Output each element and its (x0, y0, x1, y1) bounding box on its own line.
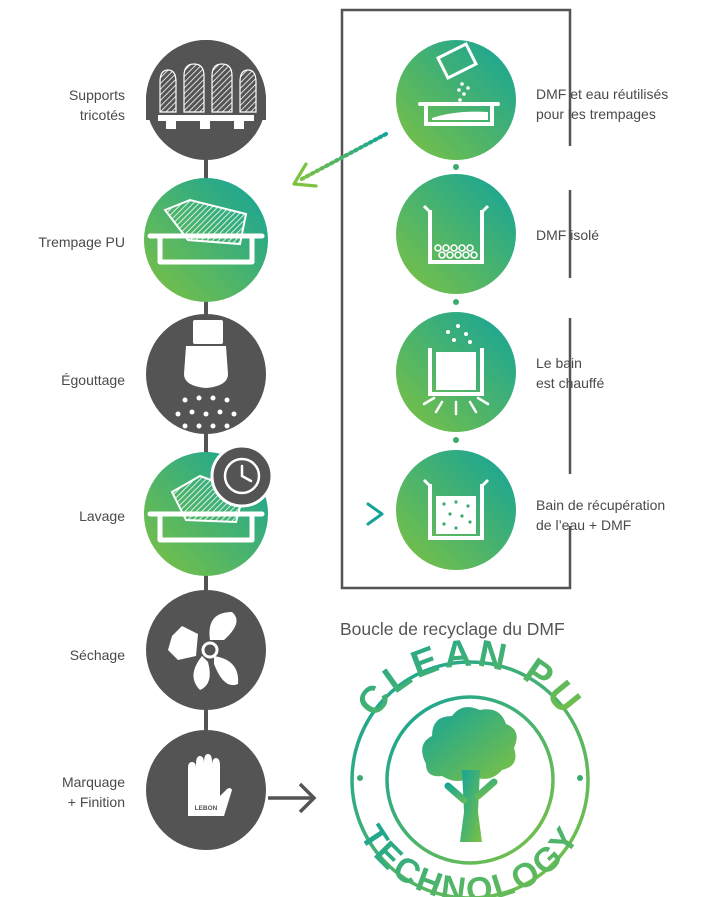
clock-icon (210, 444, 274, 508)
label-line: tricotés (79, 107, 125, 123)
label-line: Le bain (536, 355, 582, 371)
lebon-stamp-text: LEBON (195, 805, 218, 812)
dipping-basin-icon (144, 178, 268, 302)
loop-dot (453, 164, 459, 170)
label-line: Bain de récupération (536, 497, 666, 513)
heated-beaker-icon (396, 312, 516, 432)
loop-label-reuse: DMF et eau réutilisés pour les trempages (536, 84, 706, 124)
label-line: Marquage (61, 774, 125, 790)
label-line: Trempage PU (38, 234, 125, 250)
step-label-sechage: Séchage (10, 645, 125, 665)
label-line: Séchage (69, 647, 125, 663)
arrow-right-icon (268, 782, 317, 814)
isolated-dmf-beaker-icon (396, 174, 516, 294)
loop-label-heated: Le bain est chauffé (536, 353, 696, 393)
label-line: DMF isolé (536, 227, 600, 243)
label-line: est chauffé (536, 375, 605, 391)
recycling-loop-frame (340, 8, 572, 590)
clean-pu-technology-logo: CLEAN PU TECHNOLOGY (349, 632, 590, 897)
dotted-arrow-return-icon (292, 132, 388, 188)
label-line: Égouttage (61, 372, 125, 388)
label-line: + Finition (67, 794, 125, 810)
pouring-container-icon (396, 40, 516, 160)
loop-label-recovery: Bain de récupération de l’eau + DMF (536, 495, 706, 535)
loop-label-isolated: DMF isolé (536, 225, 696, 245)
step-label-supports: Supports tricotés (20, 85, 125, 125)
tree-icon (422, 707, 517, 842)
step-label-trempage: Trempage PU (10, 232, 125, 252)
knitted-supports-icon (146, 40, 266, 160)
loop-caption: Boucle de recyclage du DMF (340, 619, 565, 639)
step-label-lavage: Lavage (10, 506, 125, 526)
label-line: Supports (68, 87, 125, 103)
label-line: Lavage (79, 508, 125, 524)
dotted-arrow-forward-icon (286, 502, 384, 526)
recovery-bath-beaker-icon (396, 450, 516, 570)
step-label-marquage: Marquage + Finition (10, 772, 125, 812)
label-line: DMF et eau réutilisés (536, 86, 669, 102)
loop-dot (453, 437, 459, 443)
step-label-egouttage: Égouttage (10, 370, 125, 390)
label-line: de l’eau + DMF (536, 517, 632, 533)
dripping-glove-icon (146, 314, 266, 434)
marked-glove-icon: LEBON (146, 730, 266, 850)
loop-dot (453, 299, 459, 305)
label-line: pour les trempages (536, 106, 656, 122)
fan-drying-icon (146, 590, 266, 710)
